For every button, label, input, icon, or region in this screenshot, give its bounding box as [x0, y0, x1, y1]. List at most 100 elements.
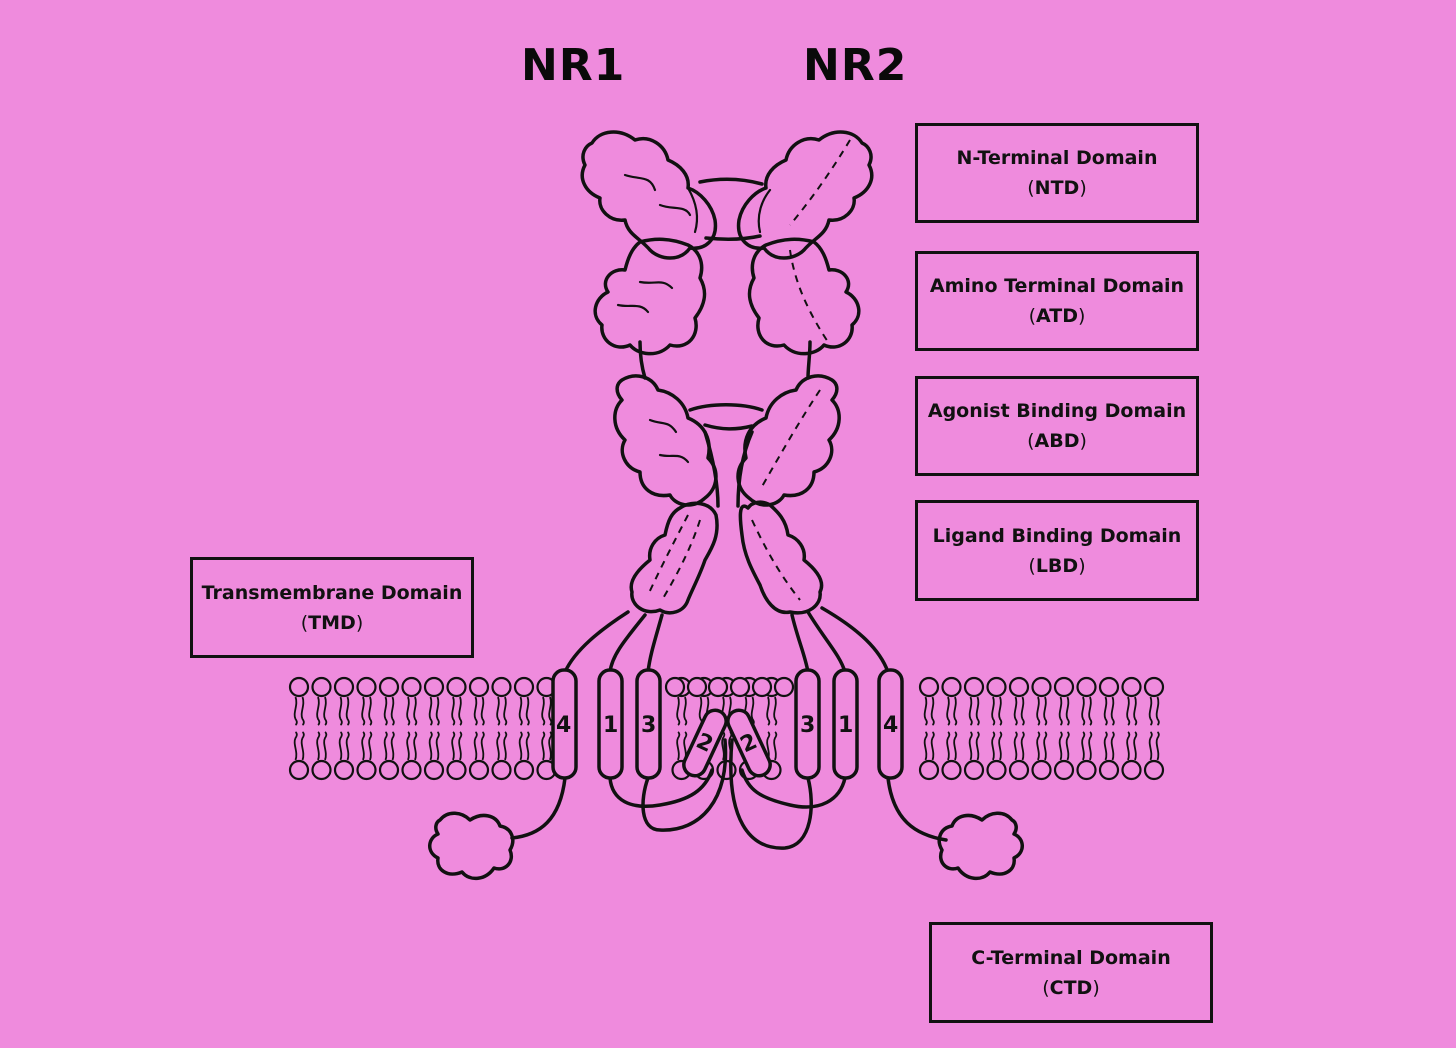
lipid-tail	[323, 731, 328, 761]
lipid-tail	[1103, 696, 1108, 726]
lipid-tail	[503, 731, 508, 761]
nr1-lbd	[629, 501, 719, 615]
nr1-helix-4	[551, 668, 578, 780]
lipid-tail	[923, 731, 928, 761]
nr1-helix-3	[635, 668, 662, 780]
linker-loops	[510, 606, 948, 850]
lipid-tail	[413, 731, 418, 761]
lbd-label-box: Ligand Binding Domain LBD	[915, 500, 1199, 601]
lipid-tail	[435, 731, 440, 761]
lipid-tail	[773, 731, 778, 761]
lipid-tail	[1088, 731, 1093, 761]
lipid-tail	[1081, 731, 1086, 761]
lipid-head	[491, 676, 512, 698]
lipid-head	[468, 676, 490, 698]
lipid-head	[311, 676, 332, 698]
lipid-tail	[525, 731, 530, 761]
nr2-ctd	[937, 811, 1024, 881]
lipid-tail	[998, 731, 1003, 761]
lipid-tail	[316, 731, 321, 761]
lipid-tail	[406, 696, 411, 726]
nr1-helices: 4 1 3 2	[551, 668, 728, 780]
lipid-head	[446, 676, 467, 698]
nr1-title: NR1	[521, 40, 626, 91]
nr2-helix-1-label: 1	[838, 713, 853, 738]
nr1-helix-2	[682, 708, 728, 778]
nr2-lbd	[738, 500, 824, 615]
lipid-tail	[1065, 731, 1070, 761]
lipid-tail	[316, 696, 321, 726]
lipid-tail	[503, 696, 508, 726]
lipid-tail	[968, 731, 973, 761]
lipid-head	[686, 676, 708, 698]
lipid-tail	[548, 696, 553, 726]
lipid-tail	[1036, 696, 1041, 726]
abd-label-box: Agonist Binding Domain ABD	[915, 376, 1199, 476]
nr1-helix-4-label: 4	[556, 713, 571, 738]
lipid-head	[1008, 676, 1030, 698]
lipid-tail	[451, 696, 456, 726]
lipid-head	[1031, 676, 1052, 698]
nr2-helices: 2 3 1 4	[726, 668, 904, 780]
lipid-tail	[368, 731, 373, 761]
lipid-tail	[548, 731, 553, 761]
lipid-tail	[676, 696, 681, 726]
lipid-tail	[930, 696, 935, 726]
lipid-tail	[1036, 731, 1041, 761]
lipid-tail	[300, 696, 305, 726]
tmd-label-box: Transmembrane Domain TMD	[190, 557, 474, 658]
lipid-head	[1008, 759, 1030, 781]
lipid-tail	[1148, 731, 1153, 761]
lipid-head	[288, 759, 310, 781]
lipid-head	[288, 676, 310, 698]
lipid-tail	[458, 696, 463, 726]
lipid-head	[378, 676, 400, 698]
lipid-tail	[293, 731, 298, 761]
lipid-tail	[991, 696, 996, 726]
lipid-head	[401, 759, 422, 781]
lipid-tail	[473, 696, 478, 726]
lipid-tail	[361, 731, 366, 761]
lipid-tail	[435, 696, 440, 726]
lipid-tail	[1020, 696, 1025, 726]
lipid-head	[333, 676, 355, 698]
lipid-tail	[1058, 696, 1063, 726]
lipid-tail	[293, 696, 298, 726]
lbd-name: Ligand Binding Domain	[932, 524, 1182, 547]
atd-label-box: Amino Terminal Domain ATD	[915, 251, 1199, 351]
lipid-tail	[413, 696, 418, 726]
lipid-head	[986, 759, 1007, 781]
nr2-helix-4	[877, 668, 904, 780]
nr1-abd	[613, 374, 718, 507]
lipid-head	[513, 759, 535, 781]
lipid-tail	[451, 731, 456, 761]
lipid-head	[423, 676, 445, 698]
lipid-head	[423, 759, 445, 781]
nr1-ctd	[428, 811, 515, 881]
lipid-head	[986, 676, 1007, 698]
nr2-atd	[747, 237, 861, 356]
lipid-tail	[773, 696, 778, 726]
atd-abbr: ATD	[1029, 305, 1086, 327]
inter-subunit-links	[638, 177, 812, 508]
ntd-name: N-Terminal Domain	[956, 147, 1158, 169]
lipid-tail	[383, 731, 388, 761]
lipid-tail	[390, 731, 395, 761]
lipid-tail	[1058, 731, 1063, 761]
lipid-head	[918, 759, 940, 781]
nr2-title: NR2	[803, 40, 908, 91]
lipid-head	[1098, 676, 1120, 698]
lipid-head	[1053, 676, 1075, 698]
lipid-head	[941, 759, 962, 781]
atd-name: Amino Terminal Domain	[929, 275, 1185, 297]
ctd-name: C-Terminal Domain	[971, 946, 1171, 969]
lipid-tail	[968, 696, 973, 726]
abd-abbr: ABD	[1027, 430, 1087, 452]
lipid-tail	[1043, 696, 1048, 726]
ntd-abbr: NTD	[1027, 177, 1086, 199]
lipid-tail	[1103, 731, 1108, 761]
lipid-tail	[1110, 731, 1115, 761]
lipid-head	[1121, 759, 1142, 781]
nr1-helix-1-label: 1	[603, 713, 618, 738]
